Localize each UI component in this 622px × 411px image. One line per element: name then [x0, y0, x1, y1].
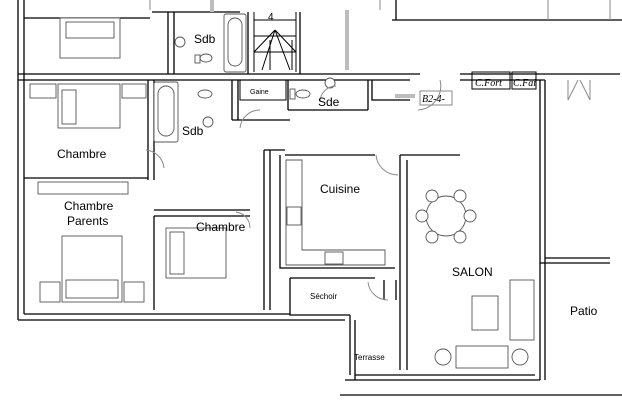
room-chambre: Chambre	[57, 147, 107, 161]
doors	[145, 79, 591, 301]
c-fort-box	[471, 71, 511, 90]
wardrobe	[37, 181, 129, 195]
room-cuisine: Cuisine	[320, 182, 360, 196]
room-chambre-parents: Chambre	[64, 199, 114, 213]
stair-number: 4	[268, 12, 274, 23]
bed	[39, 235, 145, 303]
dining-table	[415, 189, 477, 244]
bed	[29, 83, 147, 129]
room-salon: SALON	[452, 265, 493, 279]
room-sdb-top: Sdb	[194, 32, 216, 46]
sofa	[434, 279, 535, 369]
c-fai-label: C.Fai	[513, 78, 536, 89]
bed	[59, 17, 121, 59]
c-fai-box	[511, 71, 537, 90]
room-chambre-2: Chambre	[196, 220, 246, 234]
room-sde: Sde	[318, 95, 340, 109]
room-terrasse: Terrasse	[354, 353, 385, 362]
column-tag-box	[419, 90, 453, 106]
bathtub	[153, 81, 179, 143]
room-patio: Patio	[570, 304, 598, 318]
bed	[165, 227, 227, 279]
column-tag: B2-4-	[422, 94, 445, 105]
room-chambre-parents-2: Parents	[67, 214, 108, 228]
toilet	[194, 53, 311, 100]
room-gaine: Gaine	[250, 89, 269, 96]
sink	[174, 36, 336, 128]
gaine-box	[239, 79, 287, 101]
room-sdb: Sdb	[182, 124, 204, 138]
bathtub	[223, 13, 247, 73]
walls	[17, 0, 622, 396]
room-sechoir: Séchoir	[310, 292, 337, 301]
kitchen-counter	[285, 159, 386, 266]
c-fort-label: C.Fort	[475, 78, 502, 89]
staircase: 4	[253, 12, 297, 72]
